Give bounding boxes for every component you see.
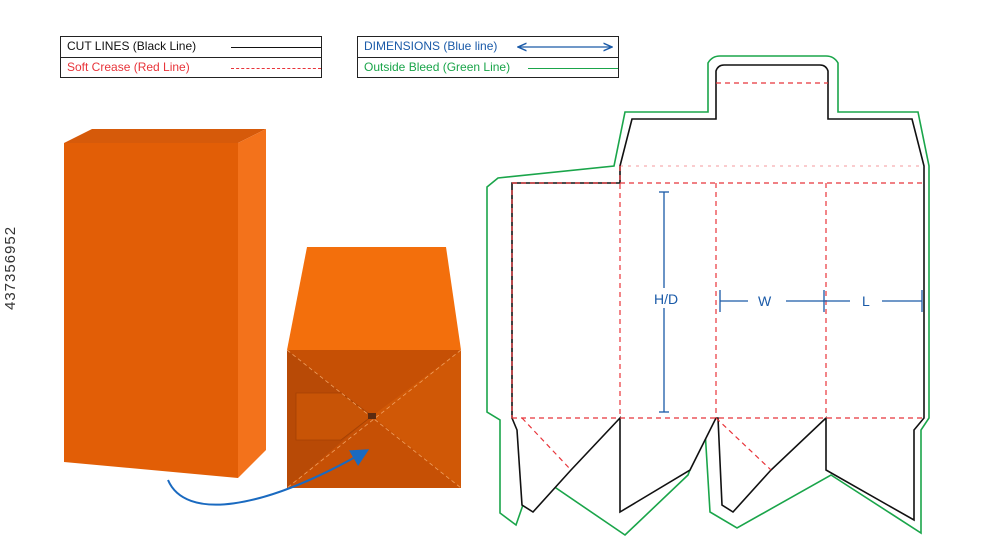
legend-dimensions-bleed: DIMENSIONS (Blue line) Outside Bleed (Gr…: [357, 36, 619, 78]
legend-row-cut-lines: CUT LINES (Black Line): [61, 37, 321, 57]
cut-line-outline: [511, 64, 925, 522]
dieline: H/D W L: [486, 55, 930, 537]
bottom-tuck-flap: [295, 392, 373, 441]
bottom-crease-1: [286, 349, 462, 489]
legend-sample-cut-line: [231, 47, 321, 48]
legend-label-soft-crease: Soft Crease (Red Line): [67, 60, 190, 74]
stock-id-watermark: 437356952: [2, 225, 19, 310]
bottom-flap-right: [372, 350, 461, 488]
tall-box-front: [64, 143, 238, 478]
box-bottom-top-face: [287, 247, 461, 350]
legend-cut-crease: CUT LINES (Black Line) Soft Crease (Red …: [60, 36, 322, 78]
tall-box-top: [64, 129, 266, 143]
legend-row-soft-crease: Soft Crease (Red Line): [61, 57, 321, 78]
legend-row-dimensions: DIMENSIONS (Blue line): [358, 37, 618, 57]
box-bottom-view: [286, 247, 462, 489]
legend-label-cut-lines: CUT LINES (Black Line): [67, 39, 197, 53]
tall-box-side: [238, 129, 266, 478]
legend-label-dimensions: DIMENSIONS (Blue line): [364, 39, 498, 53]
legend-sample-bleed-line: [528, 68, 618, 69]
legend-sample-crease-line: [231, 68, 321, 69]
bottom-crease-2: [286, 349, 462, 489]
legend-label-outside-bleed: Outside Bleed (Green Line): [364, 60, 511, 74]
dim-label-width: W: [758, 293, 772, 309]
curved-arrow-icon: [167, 449, 370, 506]
dim-label-length: L: [862, 293, 870, 309]
legend-row-outside-bleed: Outside Bleed (Green Line): [358, 57, 618, 78]
tall-box-illustration: [64, 129, 266, 478]
dim-label-height: H/D: [654, 291, 678, 307]
bottom-lock-slot: [368, 413, 376, 419]
